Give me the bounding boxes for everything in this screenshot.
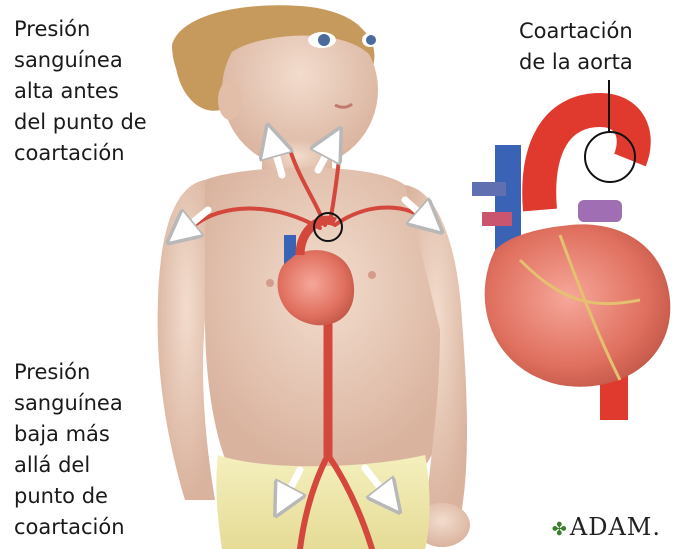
label-high-pressure: Presión sanguínea alta antes del punto d… <box>14 14 147 169</box>
adam-logo: ✤ADAM. <box>552 513 661 541</box>
label-low-pressure: Presión sanguínea baja más allá del punt… <box>14 357 125 543</box>
label-coarctation: Coartación de la aorta <box>519 16 633 78</box>
large-heart <box>472 80 670 420</box>
logo-text: ADAM. <box>570 513 661 541</box>
leaf-icon: ✤ <box>552 519 568 540</box>
